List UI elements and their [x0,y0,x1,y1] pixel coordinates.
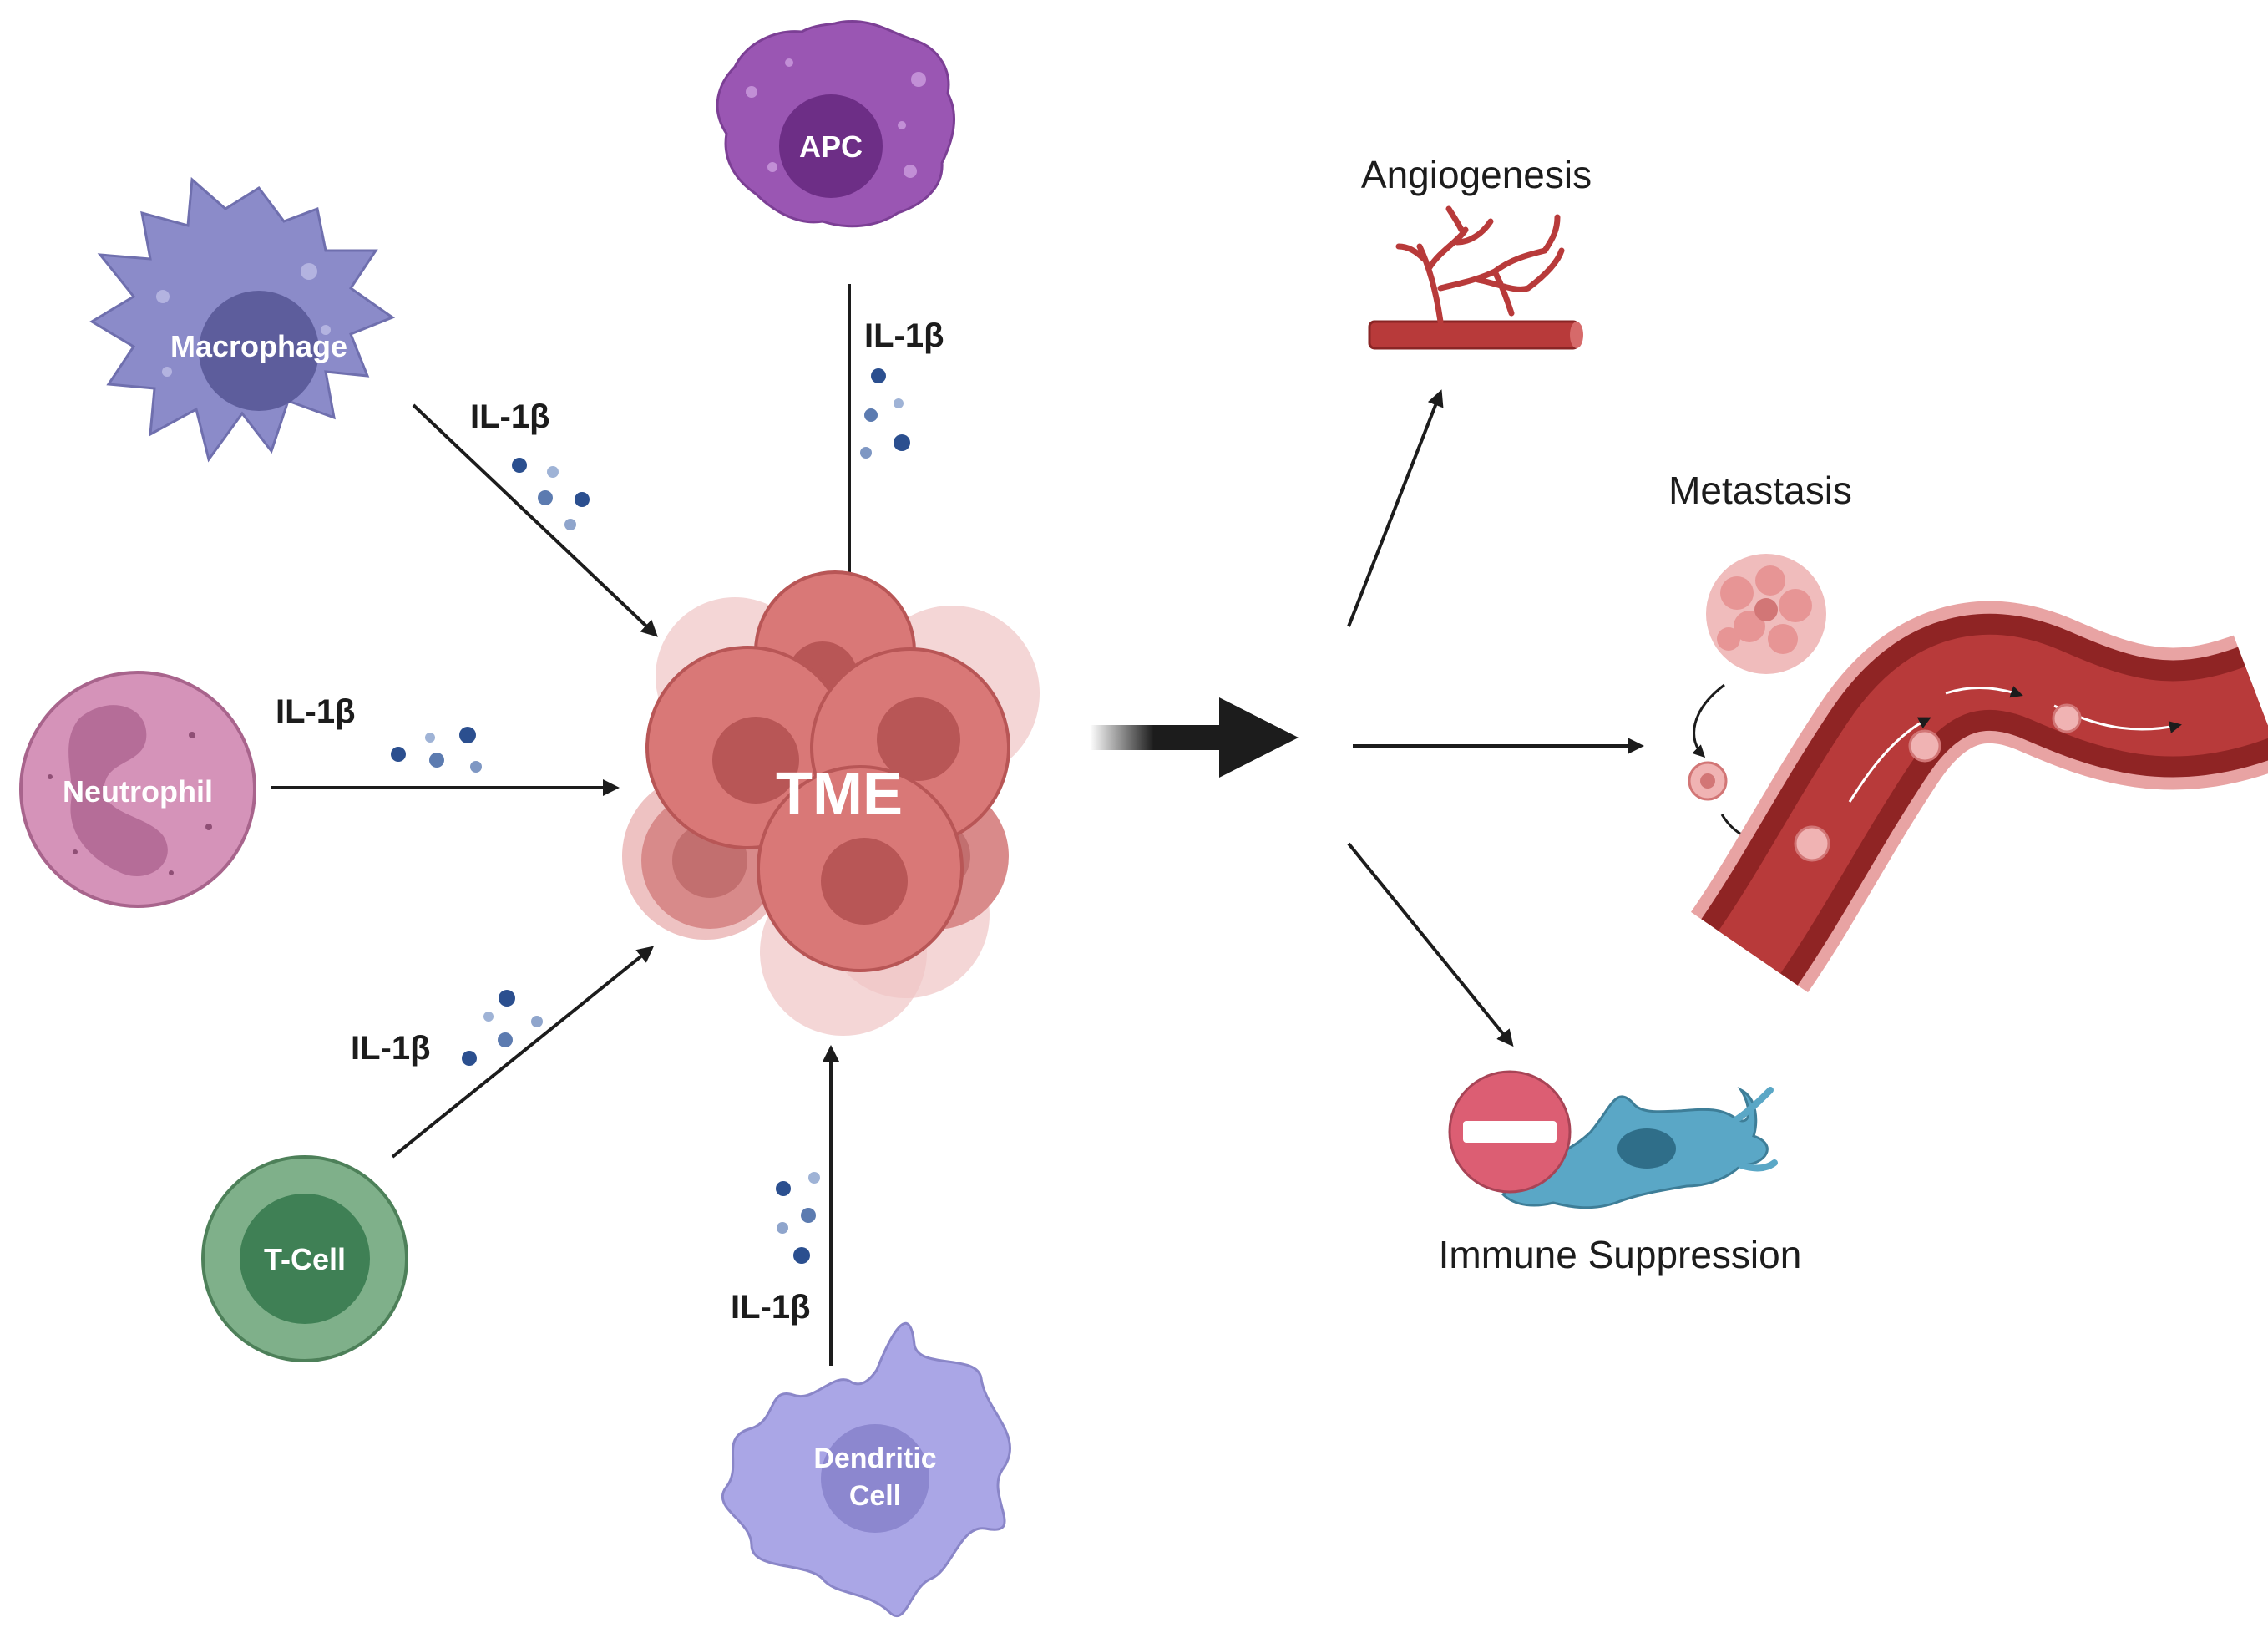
angiogenesis-outcome: Angiogenesis [1361,153,1592,350]
metastasis-intravasation-arrow-1 [1692,683,1725,758]
macrophage-cell: Macrophage [89,176,396,463]
cytokine-label-macrophage: IL-1β [470,398,550,435]
cytokine-label-apc: IL-1β [864,317,944,354]
dendritic-cell: Dendritic Cell [721,1321,1012,1618]
suppressed-immune-cell-icon [1501,1087,1778,1209]
metastasis-outcome: Metastasis [1668,469,2268,993]
tme-tumor-cluster: TME [622,570,1040,1036]
arrow-macrophage-to-tme [412,403,658,637]
blood-vessel-icon [1690,601,2268,993]
angiogenesis-vessel-icon [1368,205,1583,350]
arrow-to-immune-suppression [1347,842,1514,1047]
neutrophil-nucleus [68,705,168,876]
tme-output-arrow [1090,697,1299,778]
cytokine-label-dendritic: IL-1β [731,1289,811,1326]
immune-suppression-outcome: Immune Suppression [1439,1070,1802,1276]
cytokine-label-tcell: IL-1β [351,1030,431,1067]
arrow-to-angiogenesis [1347,389,1444,627]
tcell-label: T-Cell [264,1242,346,1276]
apc-cell: APC [716,19,955,228]
cytokine-dots-macrophage [512,458,590,530]
angiogenesis-label: Angiogenesis [1361,153,1592,196]
apc-label: APC [799,129,863,164]
cytokine-label-neutrophil: IL-1β [276,693,356,730]
neutrophil-label: Neutrophil [63,774,213,809]
cytokine-dots-apc [860,368,910,459]
tcell-nucleus [240,1194,370,1324]
dendritic-nucleus [821,1424,929,1533]
no-entry-sign-icon [1448,1070,1572,1194]
macrophage-nucleus [199,291,319,411]
dendritic-label-line2: Cell [849,1480,901,1512]
cytokine-dots-neutrophil [391,727,482,773]
tme-label: TME [776,761,903,828]
arrow-tcell-to-tme [391,946,655,1159]
macrophage-label: Macrophage [170,329,347,363]
neutrophil-cell: Neutrophil [19,671,256,908]
apc-nucleus [779,94,883,198]
tcell-cell: T-Cell [201,1155,408,1362]
metastasis-tumor-cluster-icon [1706,554,1826,674]
immune-suppression-label: Immune Suppression [1439,1233,1802,1276]
metastasis-label: Metastasis [1668,469,1852,512]
cytokine-dots-dendritic [776,1172,820,1264]
cytokine-dots-tcell [462,990,543,1066]
dendritic-label-line1: Dendritic [813,1443,936,1474]
